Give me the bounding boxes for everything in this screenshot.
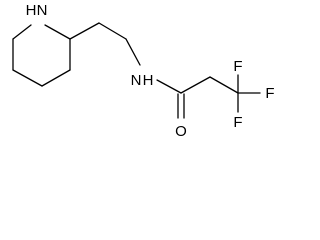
ring-h-label: H <box>26 2 37 19</box>
fluorine-label-top: F <box>233 58 242 75</box>
fluorine-label-right: F <box>265 85 274 102</box>
bond-ring-c6-n <box>12 24 32 40</box>
bond-ring-n-c2 <box>44 24 71 40</box>
ethyl-linker <box>69 22 141 66</box>
molecule-diagram: H N N H O F F F <box>12 2 275 140</box>
piperidine-ring <box>12 24 71 87</box>
bond-ch2b-nh <box>125 38 141 66</box>
bond-ring-c3-c4 <box>41 69 71 87</box>
bond-carbonyl-ch2 <box>180 76 211 94</box>
bond-nh-carbonyl <box>156 79 182 94</box>
trifluoromethyl-group <box>209 74 261 113</box>
bond-ring-c4-c5 <box>12 69 43 87</box>
bond-ch2a-ch2b <box>98 22 127 40</box>
fluorine-label-bottom: F <box>233 114 242 131</box>
bond-ch2-cf3 <box>209 76 239 94</box>
amide-group <box>156 76 211 119</box>
oxygen-label: O <box>175 123 187 140</box>
amide-h-label: H <box>143 72 154 89</box>
ring-n-label: N <box>37 2 48 19</box>
bond-c2-ch2a <box>69 22 100 40</box>
amide-n-label: N <box>131 72 142 89</box>
